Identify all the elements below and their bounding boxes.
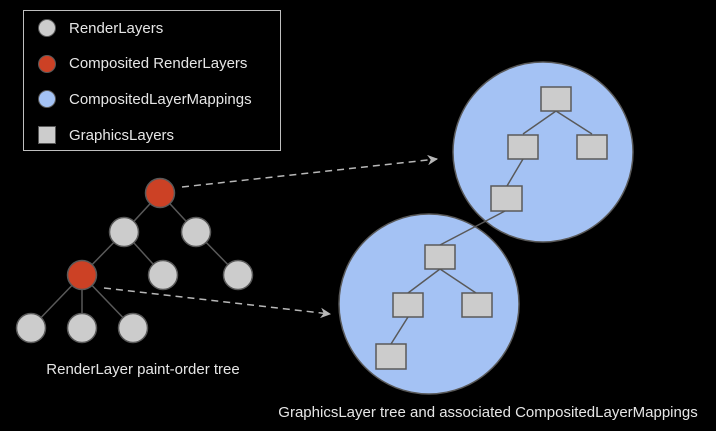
render-tree-edges — [30, 192, 239, 329]
composited-render-layer-legend-icon — [38, 55, 56, 73]
render-layer-node — [147, 259, 179, 291]
legend-label: CompositedLayerMappings — [69, 91, 252, 108]
render-layer-node — [180, 216, 212, 248]
render-layer-node — [222, 259, 254, 291]
graphics-layer-node — [507, 134, 539, 160]
render-layer-node — [66, 312, 98, 344]
graphics-layer-node — [424, 244, 456, 270]
legend-item-render-layers: RenderLayers — [38, 19, 163, 37]
graphics-layer-node — [490, 185, 523, 212]
graphics-tree-edge — [522, 110, 557, 135]
graphics-tree-edge — [407, 268, 441, 294]
graphics-layer-node — [540, 86, 572, 112]
graphics-layer-legend-icon — [38, 126, 56, 144]
graphics-tree-edge — [439, 210, 506, 246]
mapping-arrow — [103, 287, 332, 319]
graphics-layer-node — [392, 292, 424, 318]
legend-label: RenderLayers — [69, 20, 163, 37]
graphics-tree-edge — [555, 110, 593, 135]
graphics-tree-edges — [390, 110, 593, 345]
graphics-tree-nodes — [375, 86, 608, 370]
graphics-tree-edge — [390, 316, 409, 345]
render-tree-nodes — [15, 177, 254, 344]
legend-item-graphics-layers: GraphicsLayers — [38, 126, 174, 144]
graphics-tree-edge — [506, 158, 524, 187]
render-layer-node — [15, 312, 47, 344]
render-layer-legend-icon — [38, 19, 56, 37]
graphics-tree-caption: GraphicsLayer tree and associated Compos… — [278, 404, 697, 421]
legend-box — [23, 10, 281, 151]
render-layer-node — [117, 312, 149, 344]
render-layer-node — [108, 216, 140, 248]
graphics-layer-node — [375, 343, 407, 370]
composited-render-layer-node — [66, 259, 98, 291]
graphics-layer-node — [576, 134, 608, 160]
graphics-layer-node — [461, 292, 493, 318]
legend-label: Composited RenderLayers — [69, 55, 247, 72]
graphics-tree-edge — [439, 268, 477, 294]
legend: RenderLayers Composited RenderLayers Com… — [23, 10, 281, 151]
mapping-arrow — [181, 154, 439, 188]
legend-item-composited-layer-mappings: CompositedLayerMappings — [38, 90, 252, 108]
legend-item-composited-render-layers: Composited RenderLayers — [38, 55, 247, 73]
composited-render-layer-node — [144, 177, 176, 209]
render-tree-caption: RenderLayer paint-order tree — [46, 361, 239, 378]
legend-label: GraphicsLayers — [69, 127, 174, 144]
composited-layer-mapping-legend-icon — [38, 90, 56, 108]
